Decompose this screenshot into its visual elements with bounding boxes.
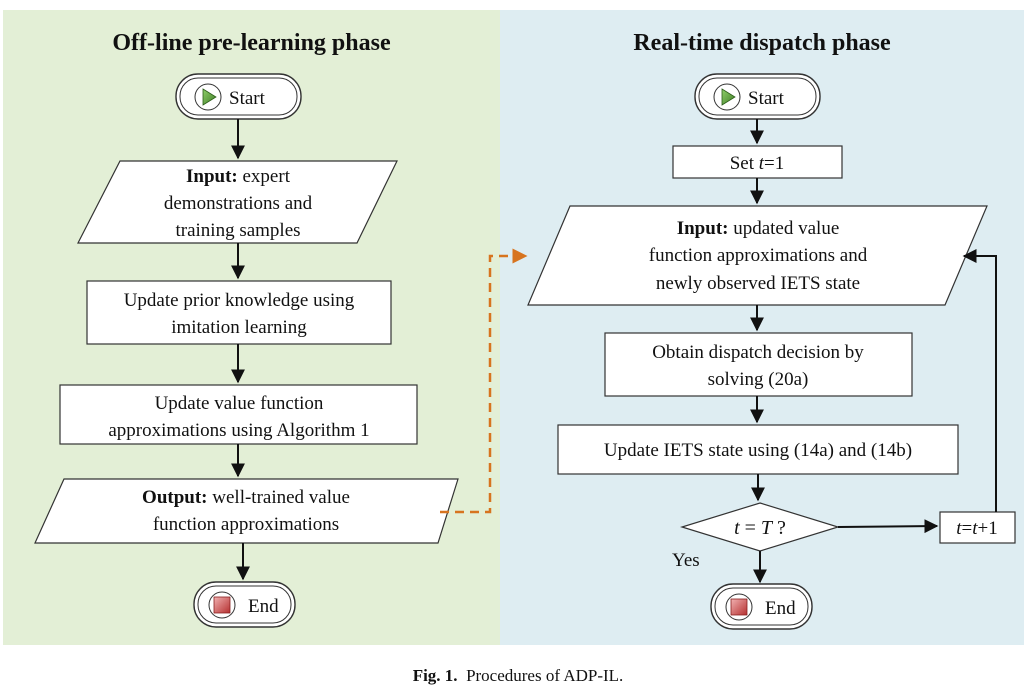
svg-text:Input: updated value: Input: updated value [677, 218, 840, 239]
right-decision-step: Obtain dispatch decision by solving (20a… [604, 332, 913, 397]
left-start-label: Start [229, 88, 266, 109]
realtime-phase-title: Real-time dispatch phase [633, 30, 891, 56]
left-output-node: Output: well-trained value function appr… [34, 478, 459, 544]
svg-text:Output: well-trained value: Output: well-trained value [142, 487, 350, 508]
left-start-node: Start [175, 73, 302, 120]
right-input-text-1: updated value [728, 218, 839, 239]
figure-caption: Fig. 1. Procedures of ADP-IL. [0, 666, 1036, 686]
right-start-label: Start [748, 88, 785, 109]
set-t-suffix: =1 [764, 153, 784, 174]
left-step-imitation: Update prior knowledge using imitation l… [86, 280, 392, 345]
decision-text-2: solving (20a) [708, 369, 809, 390]
left-output-bold: Output: [142, 487, 207, 508]
figure-caption-text: Procedures of ADP-IL. [457, 666, 624, 685]
decision-text-1: Obtain dispatch decision by [652, 342, 864, 363]
left-input-text-3: training samples [175, 220, 300, 241]
right-increment-node: t=t+1 [939, 511, 1016, 544]
increment-plus: +1 [978, 518, 998, 539]
right-update-state-step: Update IETS state using (14a) and (14b) [557, 424, 959, 475]
right-input-bold: Input: [677, 218, 729, 239]
update-state-text: Update IETS state using (14a) and (14b) [604, 440, 912, 461]
right-input-text-3: newly observed IETS state [656, 273, 860, 294]
right-start-node: Start [694, 73, 821, 120]
right-input-text-2: function approximations and [649, 245, 868, 266]
left-end-node: End [193, 581, 296, 628]
condition-T: T [761, 517, 774, 539]
left-input-node: Input: expert demonstrations and trainin… [77, 160, 398, 244]
condition-eq: = [740, 517, 761, 539]
increment-t1: t [956, 518, 962, 539]
right-end-label: End [765, 598, 796, 619]
increment-t2: t [972, 518, 978, 539]
condition-q: ? [772, 517, 786, 539]
left-step1-text-1: Update prior knowledge using [124, 290, 355, 311]
set-t-prefix: Set [730, 153, 759, 174]
phase-connector-arrow [440, 248, 528, 514]
left-output-text-2: function approximations [153, 514, 339, 535]
left-input-bold: Input: [186, 166, 238, 187]
left-step1-text-2: imitation learning [171, 317, 307, 338]
right-input-node: Input: updated value function approximat… [527, 205, 988, 306]
svg-text:t=t+1: t=t+1 [956, 518, 998, 539]
yes-label: Yes [672, 550, 700, 571]
set-t-var: t [759, 153, 765, 174]
left-step2-text-1: Update value function [155, 393, 324, 414]
right-set-t-node: Set t=1 [672, 145, 843, 179]
increment-eq: = [962, 518, 973, 539]
left-input-text-1: expert [238, 166, 291, 187]
left-step2-text-2: approximations using Algorithm 1 [108, 420, 369, 441]
figure-label: Fig. 1. [412, 666, 458, 685]
offline-phase-title: Off-line pre-learning phase [112, 30, 391, 56]
left-end-label: End [248, 596, 279, 617]
left-output-text-1: well-trained value [208, 487, 350, 508]
svg-text:Input: expert: Input: expert [186, 166, 291, 187]
loop-back-arrow [962, 249, 997, 512]
left-input-text-2: demonstrations and [164, 193, 313, 214]
condition-t: t [734, 517, 740, 539]
right-condition-diamond: t = T ? [679, 502, 841, 552]
svg-text:Set t=1: Set t=1 [730, 153, 785, 174]
left-step-algorithm: Update value function approximations usi… [59, 384, 418, 445]
svg-text:t = T ?: t = T ? [734, 517, 786, 539]
right-end-node: End [710, 583, 813, 630]
